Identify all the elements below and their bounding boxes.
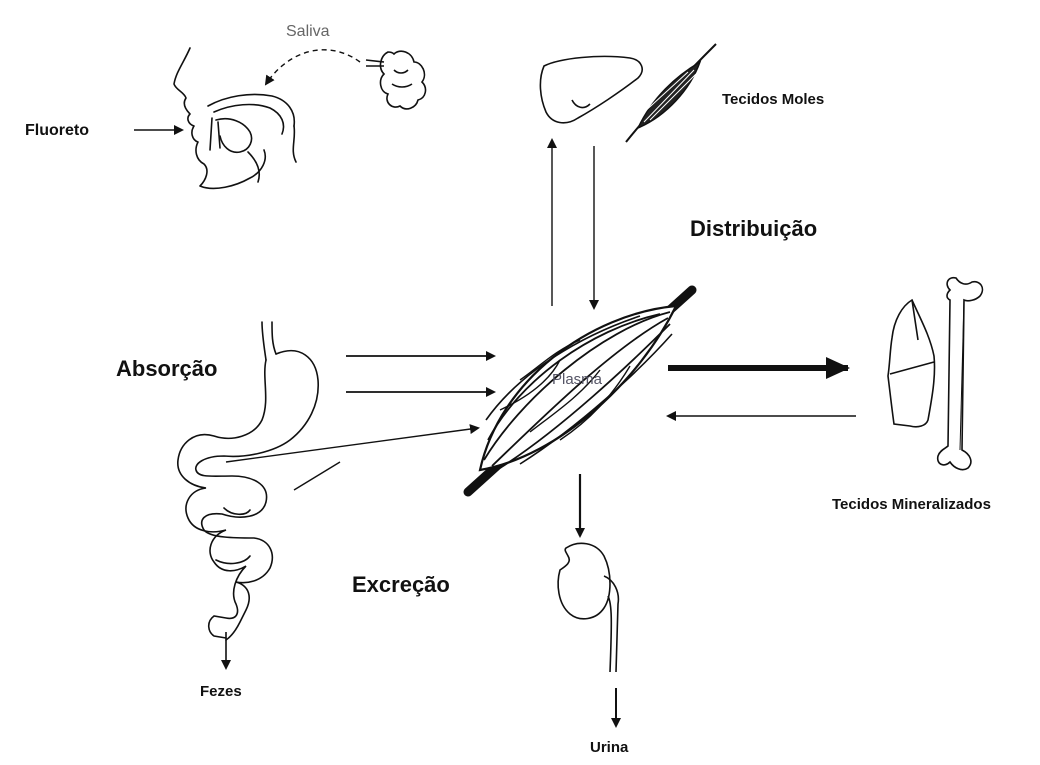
saliva-label: Saliva	[286, 24, 330, 40]
absorption-arrow-3	[226, 428, 478, 462]
liver-icon	[540, 56, 642, 122]
fluoreto-label: Fluoreto	[25, 123, 89, 139]
tooth-icon	[888, 300, 935, 427]
excrecao-label: Excreção	[352, 574, 450, 596]
absorcao-label: Absorção	[116, 358, 217, 380]
plasma-vessel-icon	[468, 290, 692, 492]
absorption-arrow-3-tail	[294, 462, 340, 490]
bone-femur-icon	[938, 278, 983, 470]
plasma-label: Plasma	[552, 372, 602, 387]
face-mouth-sagittal-icon	[174, 48, 296, 188]
saliva-arrow	[266, 50, 360, 84]
distribuicao-label: Distribuição	[690, 218, 817, 240]
fezes-label: Fezes	[200, 684, 242, 699]
salivary-gland-icon	[366, 51, 425, 109]
tecidos-mineralizados-label: Tecidos Mineralizados	[832, 497, 991, 512]
kidney-icon	[558, 543, 618, 672]
tecidos-moles-label: Tecidos Moles	[722, 92, 824, 107]
urina-label: Urina	[590, 740, 628, 755]
soft-tissue-muscle-icon	[626, 44, 716, 142]
